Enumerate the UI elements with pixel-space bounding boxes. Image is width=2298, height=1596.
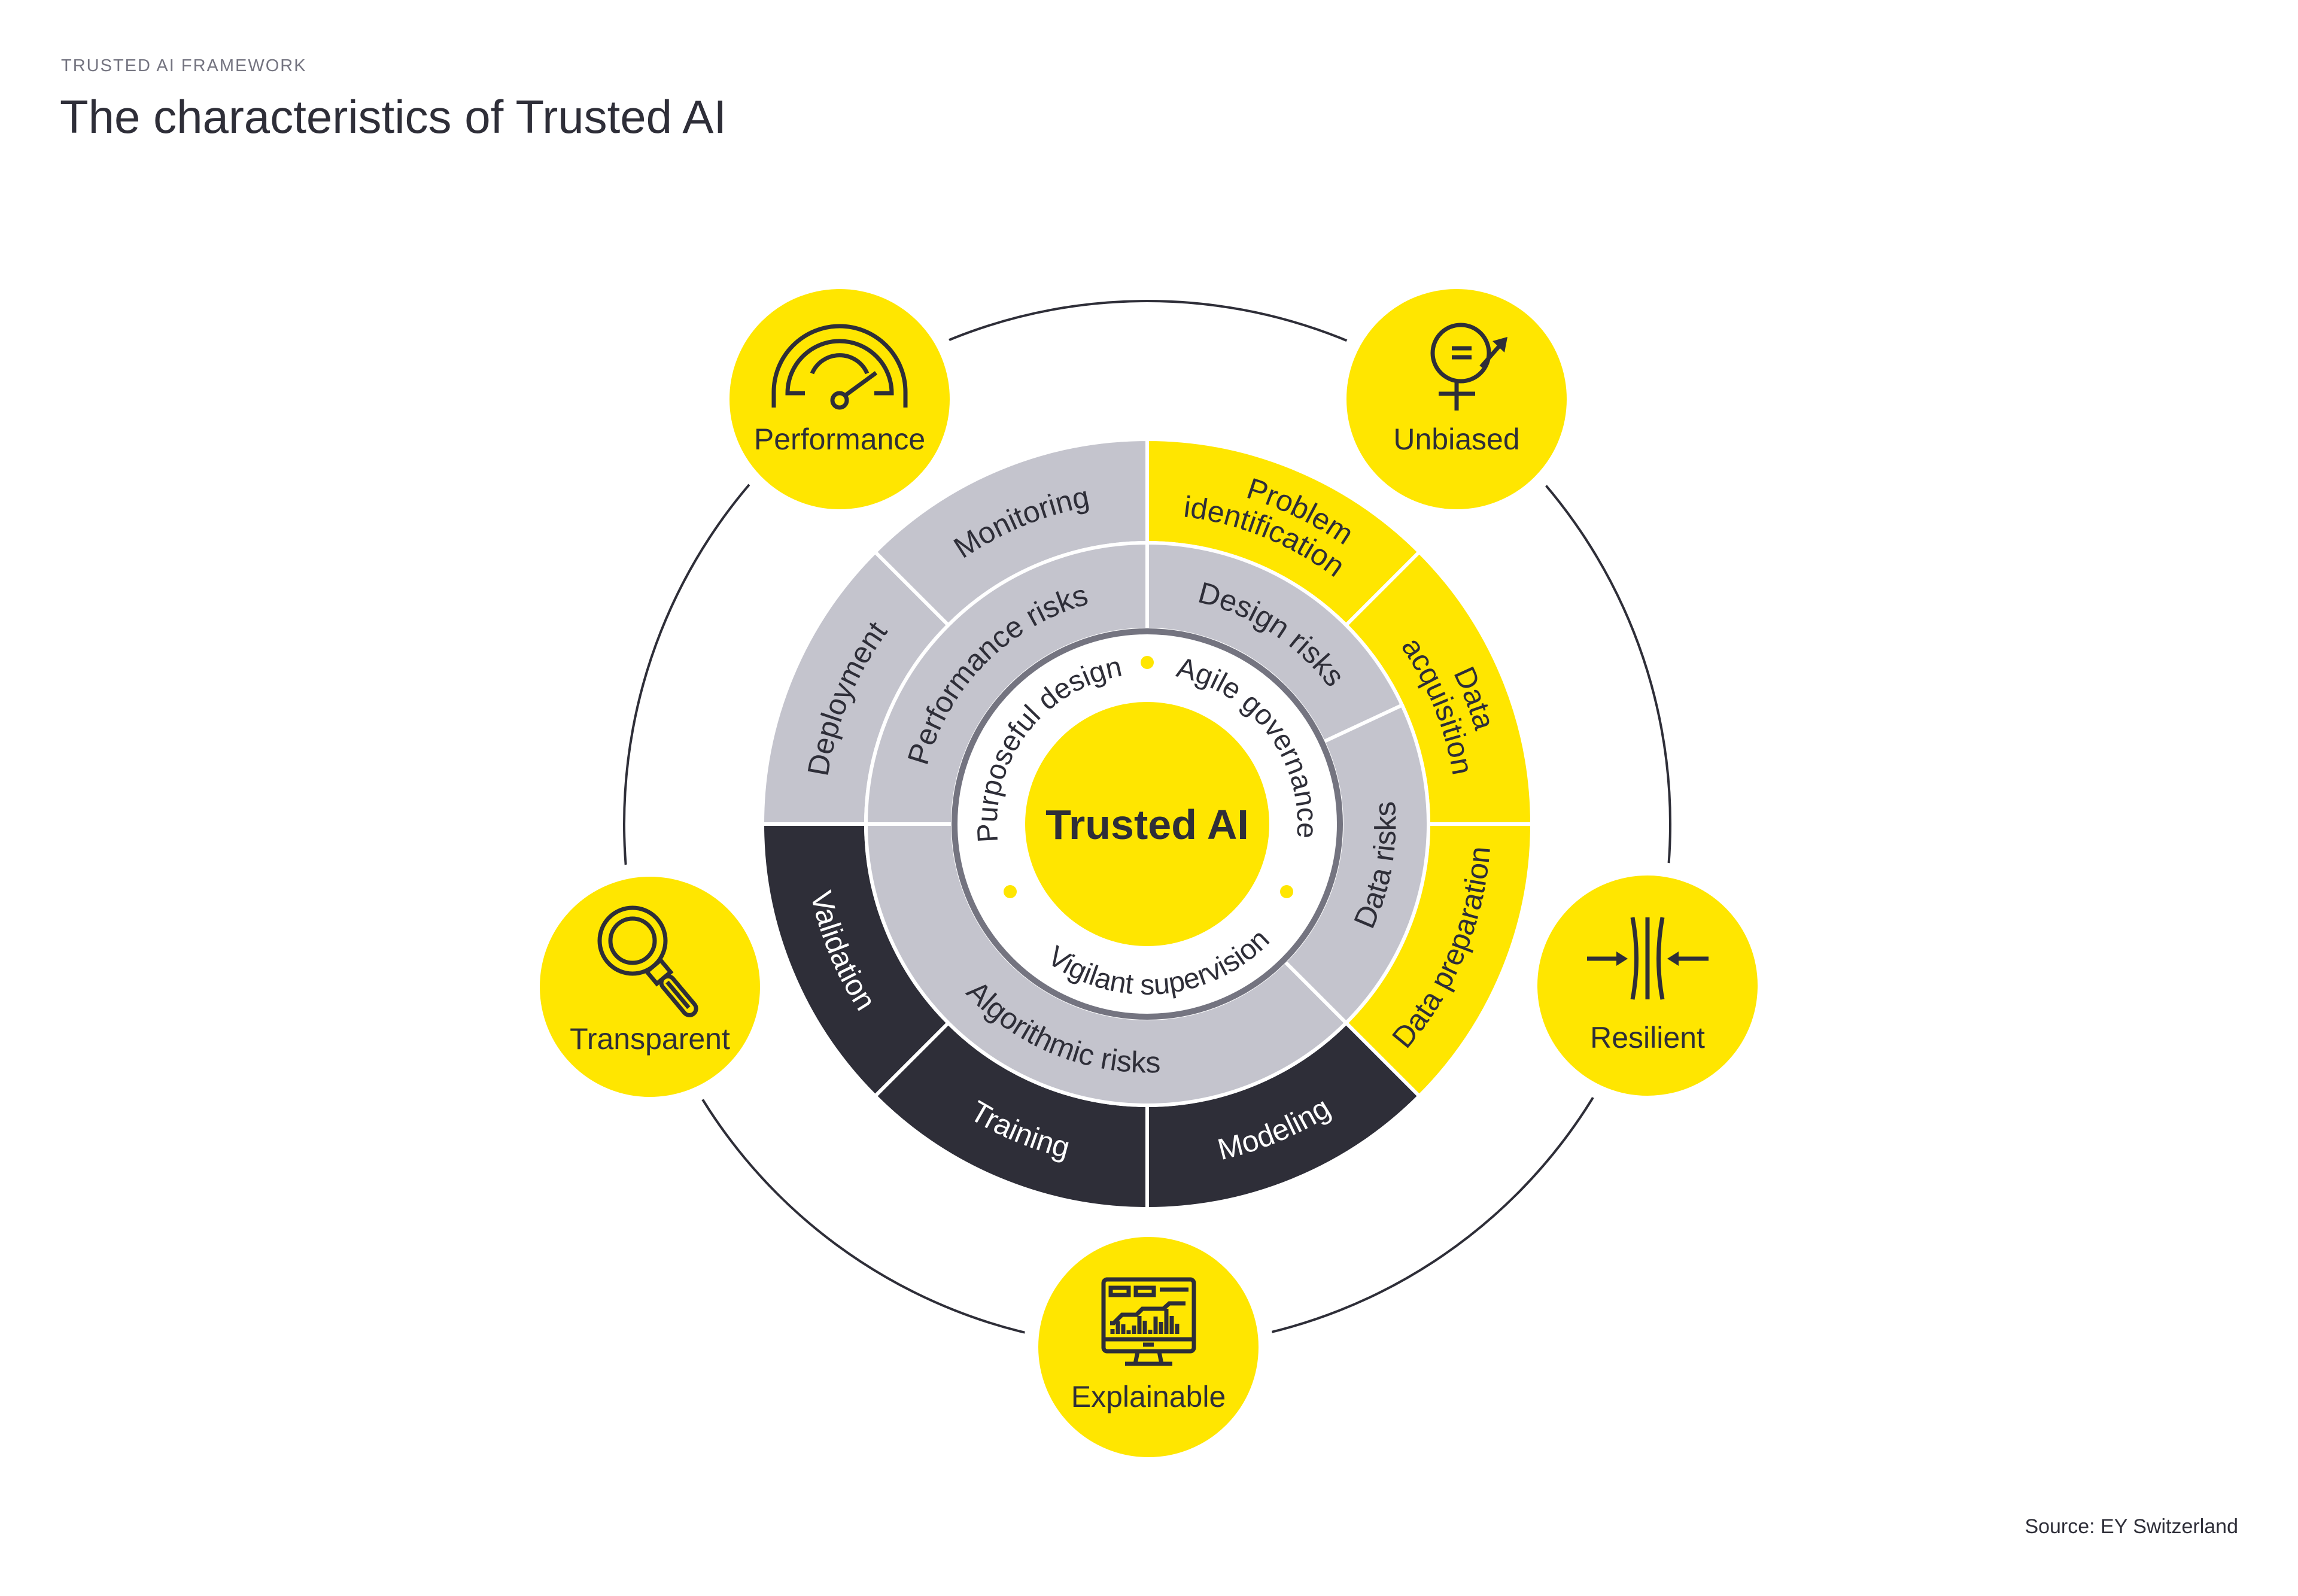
bubble-performance[interactable]: Performance xyxy=(715,275,964,524)
page-title: The characteristics of Trusted AI xyxy=(60,90,727,143)
gender-equality-icon xyxy=(1430,323,1507,411)
risks-ring xyxy=(864,540,1430,1107)
kicker: TRUSTED AI FRAMEWORK xyxy=(61,56,307,75)
lifecycle-ring xyxy=(760,437,1534,1211)
gauge-icon xyxy=(771,324,908,410)
bubble-label: Resilient xyxy=(1590,1021,1705,1054)
monitor-chart-icon xyxy=(1101,1277,1196,1366)
magnifier-icon xyxy=(597,905,698,1017)
bubble-label: Performance xyxy=(754,422,925,456)
separator-dot xyxy=(1280,885,1293,898)
bubble-label: Unbiased xyxy=(1393,422,1519,456)
separator-dot xyxy=(1141,656,1154,669)
bubble-transparent[interactable]: Transparent xyxy=(525,862,774,1111)
separator-dot xyxy=(1004,885,1017,898)
bubble-resilient[interactable]: Resilient xyxy=(1523,861,1772,1110)
bubble-label: Transparent xyxy=(570,1022,730,1056)
compression-arrows-icon xyxy=(1587,917,1709,1000)
source-note: Source: EY Switzerland xyxy=(2025,1515,2238,1538)
bubble-explainable[interactable]: Explainable xyxy=(1024,1223,1273,1472)
center-label: Trusted AI xyxy=(1045,801,1249,848)
bubble-unbiased[interactable]: Unbiased xyxy=(1332,275,1581,524)
bubble-label: Explainable xyxy=(1071,1380,1226,1413)
center-disk[interactable] xyxy=(1025,702,1269,946)
